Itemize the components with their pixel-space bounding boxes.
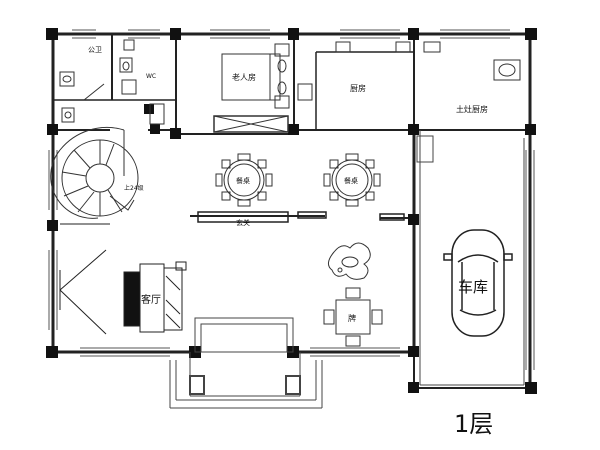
label-stair-note: 上24级 [124, 184, 144, 192]
label-wc: WC [146, 73, 156, 80]
mahjong-table [323, 287, 383, 347]
floor-label: 1层 [454, 410, 493, 438]
label-living-room: 客厅 [141, 293, 161, 306]
windows [48, 29, 535, 370]
car [443, 229, 513, 337]
spiral-staircase [50, 126, 139, 219]
label-public-toilet: 公卫 [88, 46, 102, 54]
label-clay-stove-kitchen: 土灶厨房 [456, 104, 488, 114]
toilet-fixtures [59, 39, 165, 125]
porch [169, 317, 323, 409]
kitchen-fixtures [335, 41, 521, 81]
label-dining-table-2: 餐桌 [344, 176, 358, 185]
label-elder-room: 老人房 [232, 72, 256, 82]
label-dining-table-1: 餐桌 [236, 176, 250, 185]
foyer-cabinet [197, 211, 405, 223]
dining-table-1 [215, 153, 273, 207]
rockery [328, 242, 371, 280]
garage-walls [416, 130, 525, 386]
label-kitchen: 厨房 [350, 83, 366, 93]
label-mahjong-table: 牌 [348, 313, 356, 323]
living-room-sofa [59, 249, 187, 335]
elder-room-bed [213, 43, 313, 133]
interior-walls [53, 34, 530, 225]
dining-table-2 [323, 153, 381, 207]
label-foyer: 玄关 [236, 218, 250, 227]
label-garage: 车库 [458, 278, 488, 296]
